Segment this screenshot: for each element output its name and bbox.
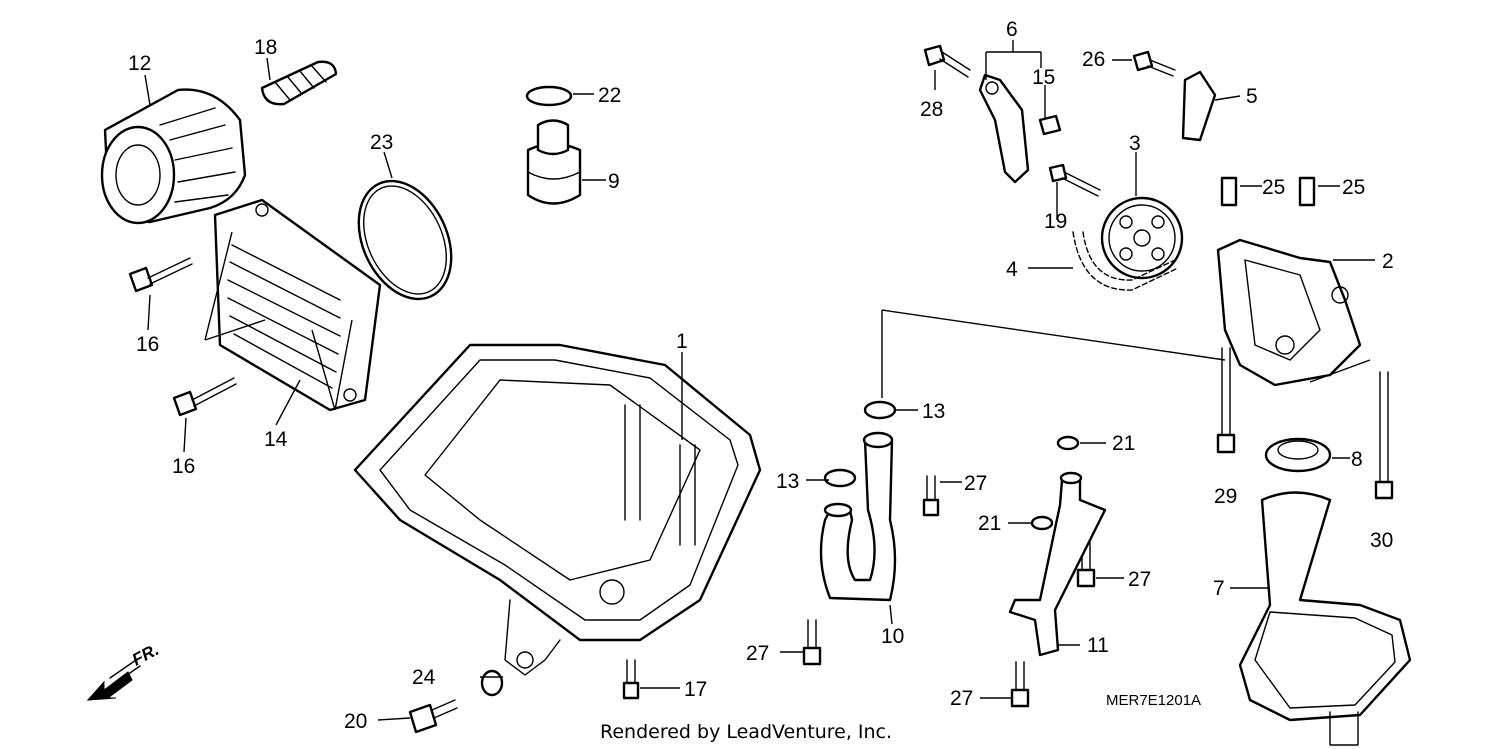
part-bolt-17[interactable] xyxy=(622,659,640,700)
callout-24: 24 xyxy=(412,666,436,689)
part-sealing-washer[interactable] xyxy=(480,669,504,697)
callout-15: 15 xyxy=(1032,66,1055,89)
part-tensioner-arm[interactable] xyxy=(978,73,1030,184)
part-o-ring-small[interactable] xyxy=(525,85,573,107)
part-o-ring-21-lower[interactable] xyxy=(1030,515,1054,531)
part-oil-strainer[interactable] xyxy=(1238,491,1412,746)
callout-19: 19 xyxy=(1044,210,1067,233)
callout-13a: 13 xyxy=(922,400,945,423)
part-bolt-30[interactable] xyxy=(1374,371,1394,500)
callout-25a: 25 xyxy=(1262,176,1285,199)
callout-10: 10 xyxy=(881,625,904,648)
part-stud[interactable] xyxy=(260,60,338,106)
part-bolt-27-d[interactable] xyxy=(1010,661,1030,708)
leader-lines xyxy=(144,40,1375,721)
part-sprocket[interactable] xyxy=(1100,196,1184,280)
part-bolt-16-upper[interactable] xyxy=(128,257,193,293)
part-bolt-27-b[interactable] xyxy=(802,619,822,666)
part-o-ring-13-upper[interactable] xyxy=(863,400,897,420)
front-direction-label: FR. xyxy=(129,640,162,670)
part-oil-pan[interactable] xyxy=(353,343,762,676)
footer-credit: Rendered by LeadVenture, Inc. xyxy=(600,721,892,743)
callout-6: 6 xyxy=(1006,18,1018,41)
part-oil-filter[interactable] xyxy=(100,88,247,225)
callout-20: 20 xyxy=(344,710,367,733)
callout-3: 3 xyxy=(1129,132,1141,155)
part-bolt-16-lower[interactable] xyxy=(172,377,237,417)
part-dowel-pin-25-left[interactable] xyxy=(1220,176,1238,207)
callout-16b: 16 xyxy=(172,455,195,478)
callout-7: 7 xyxy=(1213,577,1225,600)
part-oil-cooler[interactable] xyxy=(213,198,382,412)
part-oil-pressure-switch[interactable] xyxy=(526,119,582,205)
callout-1: 1 xyxy=(676,330,688,353)
callout-23: 23 xyxy=(370,131,393,154)
callout-13b: 13 xyxy=(776,470,799,493)
callout-labels: 1 2 3 4 5 6 7 8 9 10 11 12 13 13 14 15 1… xyxy=(128,18,1394,733)
part-oil-pipe-11[interactable] xyxy=(1008,471,1107,657)
part-bolt-27-a[interactable] xyxy=(922,475,940,517)
part-bolt-26[interactable] xyxy=(1132,50,1176,77)
front-direction-indicator: FR. xyxy=(86,640,162,701)
part-o-ring-large[interactable] xyxy=(341,166,470,314)
callout-8: 8 xyxy=(1351,448,1363,471)
callout-29: 29 xyxy=(1214,485,1237,508)
callout-21b: 21 xyxy=(978,512,1001,535)
part-oil-pump[interactable] xyxy=(1216,238,1362,387)
callout-27c: 27 xyxy=(1128,568,1151,591)
part-o-ring-21-upper[interactable] xyxy=(1056,435,1080,451)
callout-11: 11 xyxy=(1087,634,1109,657)
callout-22: 22 xyxy=(598,84,621,107)
part-oil-seal[interactable] xyxy=(1264,437,1332,473)
callout-18: 18 xyxy=(254,36,277,59)
callout-5: 5 xyxy=(1246,85,1258,108)
callout-26: 26 xyxy=(1082,48,1105,71)
part-spring-15[interactable] xyxy=(1038,114,1062,136)
callout-14: 14 xyxy=(264,428,288,451)
part-chain-guide[interactable] xyxy=(1181,70,1217,142)
callout-27d: 27 xyxy=(950,687,973,710)
part-oil-pipe-10[interactable] xyxy=(819,431,897,602)
callout-30: 30 xyxy=(1370,529,1393,552)
callout-17: 17 xyxy=(684,678,707,701)
diagram-code: MER7E1201A xyxy=(1106,692,1201,709)
callout-16a: 16 xyxy=(136,333,159,356)
part-drain-bolt[interactable] xyxy=(408,699,458,734)
callout-2: 2 xyxy=(1382,250,1394,273)
part-bolt-29[interactable] xyxy=(1216,347,1236,454)
callout-28: 28 xyxy=(920,98,943,121)
callout-4: 4 xyxy=(1006,258,1018,281)
callout-21a: 21 xyxy=(1112,432,1135,455)
part-drive-chain[interactable] xyxy=(1072,231,1179,291)
callout-27a: 27 xyxy=(964,472,987,495)
part-bolt-28[interactable] xyxy=(923,44,971,78)
part-dowel-pin-25-right[interactable] xyxy=(1298,176,1316,207)
callout-12: 12 xyxy=(128,52,151,75)
callout-25b: 25 xyxy=(1342,176,1365,199)
callout-27b: 27 xyxy=(746,642,769,665)
part-o-ring-13-lower[interactable] xyxy=(823,468,857,488)
callout-9: 9 xyxy=(608,170,620,193)
part-bolt-19[interactable] xyxy=(1048,163,1101,197)
